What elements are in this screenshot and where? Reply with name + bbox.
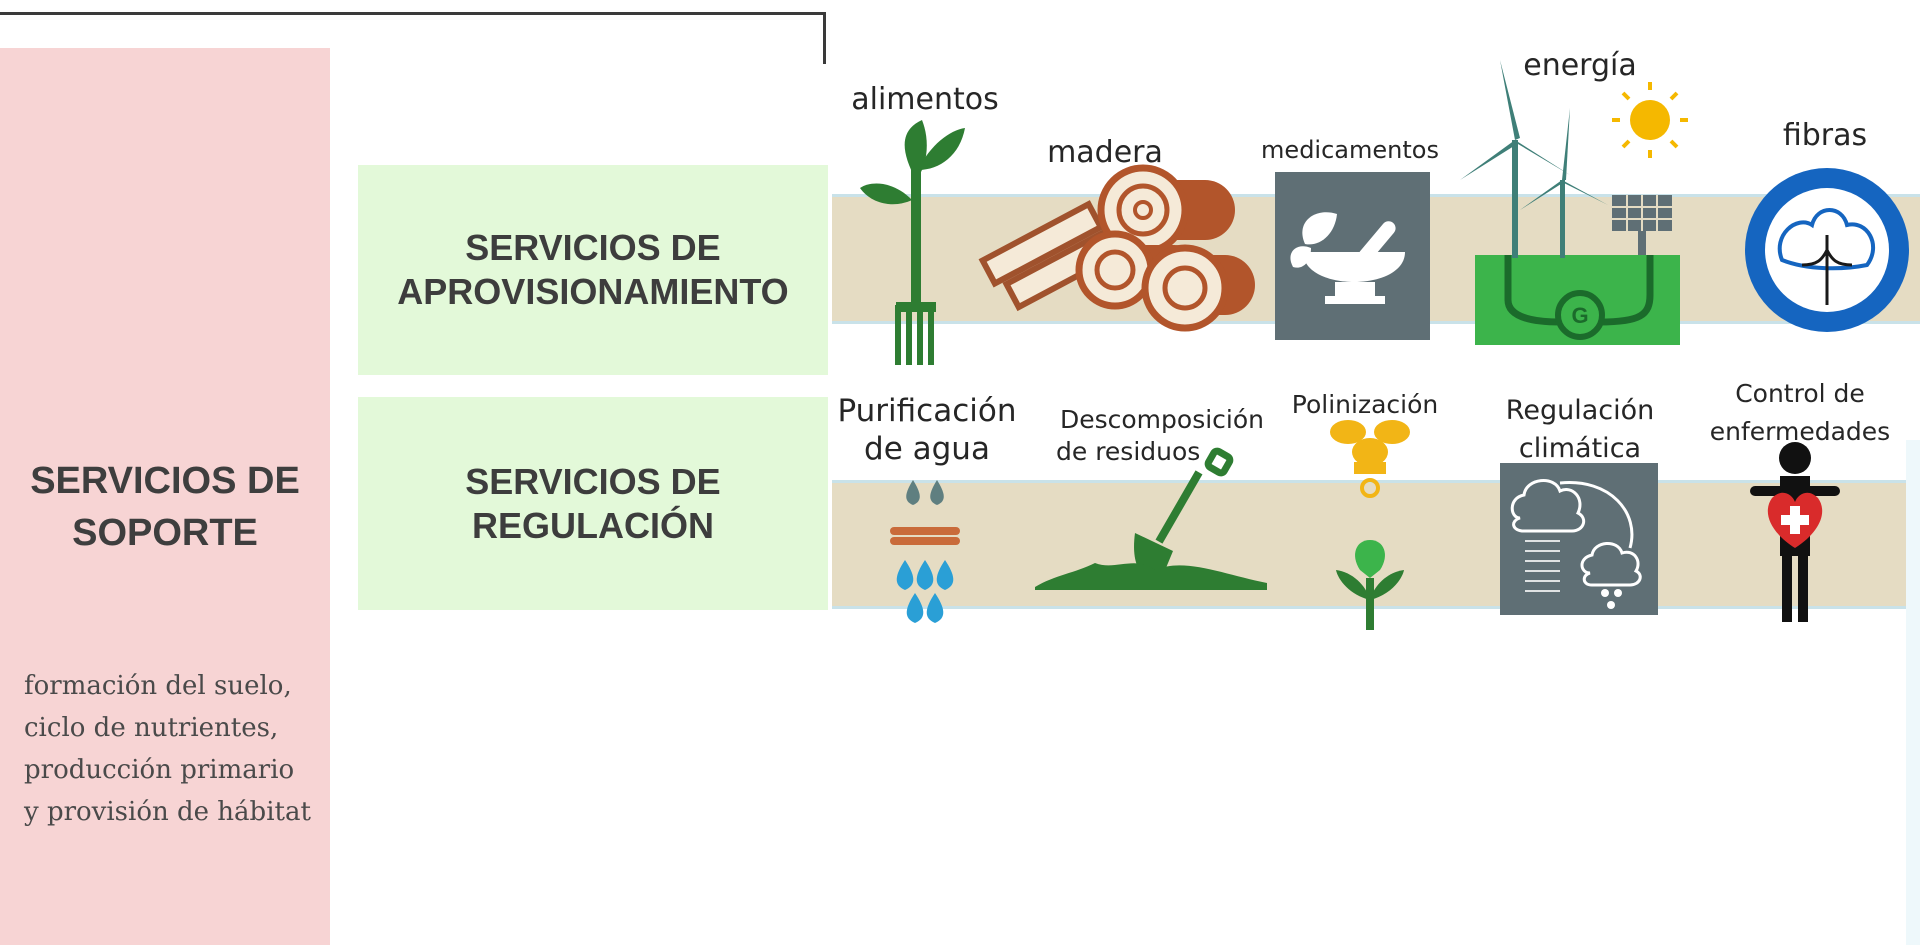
logs-icon	[978, 164, 1255, 332]
provisioning-title-line1: SERVICIOS DE	[465, 227, 721, 268]
support-services-description: formación del suelo, ciclo de nutrientes…	[24, 665, 334, 833]
svg-text:G: G	[1571, 303, 1588, 328]
bee-flower-icon	[1330, 420, 1410, 630]
regulation-title-line1: SERVICIOS DE	[465, 460, 721, 502]
item-label-wood: madera	[1047, 135, 1163, 170]
medical-person-icon	[1750, 442, 1840, 622]
provisioning-title-line2: APROVISIONAMIENTO	[397, 271, 789, 312]
label-line: enfermedades	[1709, 417, 1891, 446]
item-label-energy: energía	[1523, 48, 1637, 83]
item-label-fiber: fibras	[1782, 118, 1868, 153]
support-desc-line: y provisión de hábitat	[24, 797, 311, 827]
label-line: de agua	[864, 431, 990, 467]
provisioning-services-label: SERVICIOS DE APROVISIONAMIENTO	[358, 165, 828, 375]
support-title-line1: SERVICIOS DE	[30, 460, 300, 502]
support-desc-line: ciclo de nutrientes,	[24, 713, 279, 743]
regulation-services-label: SERVICIOS DE REGULACIÓN	[358, 397, 828, 610]
water-purification-icon	[890, 480, 960, 623]
item-label-pollination: Polinización	[1291, 390, 1439, 419]
support-title-line2: SOPORTE	[72, 512, 258, 554]
label-backdrop	[832, 390, 1022, 470]
climate-cloud-icon	[1500, 463, 1658, 615]
label-line: Descomposición	[1059, 405, 1265, 434]
item-label-climate-regulation: Regulación climática	[1490, 392, 1670, 468]
mortar-pestle-icon	[1275, 172, 1430, 340]
regulation-title-line2: REGULACIÓN	[471, 504, 714, 546]
item-label-food: alimentos	[851, 82, 999, 117]
sprout-fork-icon	[860, 120, 965, 365]
frame-vertical-line	[823, 12, 826, 64]
label-line: Control de	[1735, 379, 1865, 408]
item-label-medicine: medicamentos	[1261, 136, 1439, 164]
item-label-waste-decomposition: Descomposición de residuos	[1052, 404, 1272, 468]
item-label-water-purification: Purificación de agua	[832, 392, 1022, 468]
label-line: climática	[1518, 433, 1642, 464]
right-edge-strip	[1906, 440, 1920, 945]
frame-top-line	[0, 12, 826, 15]
support-services-title: SERVICIOS DE SOPORTE	[0, 455, 330, 559]
label-line: Purificación	[837, 393, 1017, 429]
label-line: Regulación	[1505, 395, 1655, 426]
cotton-icon	[1745, 168, 1909, 332]
support-desc-line: formación del suelo,	[24, 671, 292, 701]
support-desc-line: producción primario	[24, 755, 295, 785]
wind-solar-energy-icon: G	[1460, 60, 1688, 345]
support-services-panel	[0, 48, 330, 945]
item-label-disease-control: Control de enfermedades	[1700, 375, 1900, 451]
shovel-soil-icon	[1035, 447, 1267, 590]
label-line: de residuos	[1056, 437, 1201, 466]
